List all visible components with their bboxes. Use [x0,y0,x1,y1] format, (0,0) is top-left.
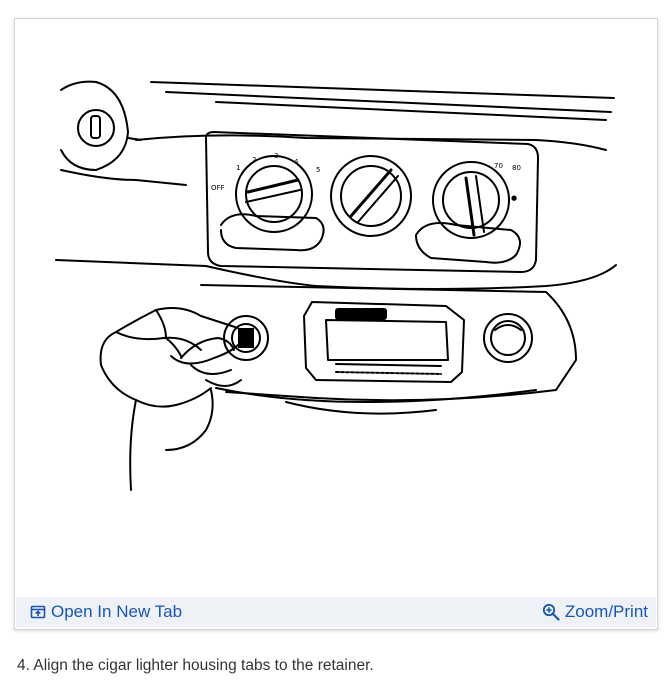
svg-text:1: 1 [236,164,240,172]
open-new-tab-link[interactable]: Open In New Tab [30,602,182,622]
svg-text:OFF: OFF [211,184,225,192]
svg-text:2: 2 [252,156,256,164]
step-caption: 4. Align the cigar lighter housing tabs … [17,657,374,674]
svg-text:4: 4 [294,158,299,166]
zoom-print-label: Zoom/Print [564,602,648,621]
svg-text:5: 5 [316,166,320,174]
figure-toolbar: Open In New Tab Zoom/Print [16,597,656,627]
zoom-in-icon [542,603,560,621]
svg-text:●: ● [511,194,517,202]
svg-text:80: 80 [512,164,521,172]
svg-text:3: 3 [274,152,278,160]
open-new-tab-label: Open In New Tab [51,602,183,621]
zoom-print-link[interactable]: Zoom/Print [542,602,648,622]
open-new-tab-icon [30,605,46,619]
svg-text:70: 70 [494,162,503,170]
